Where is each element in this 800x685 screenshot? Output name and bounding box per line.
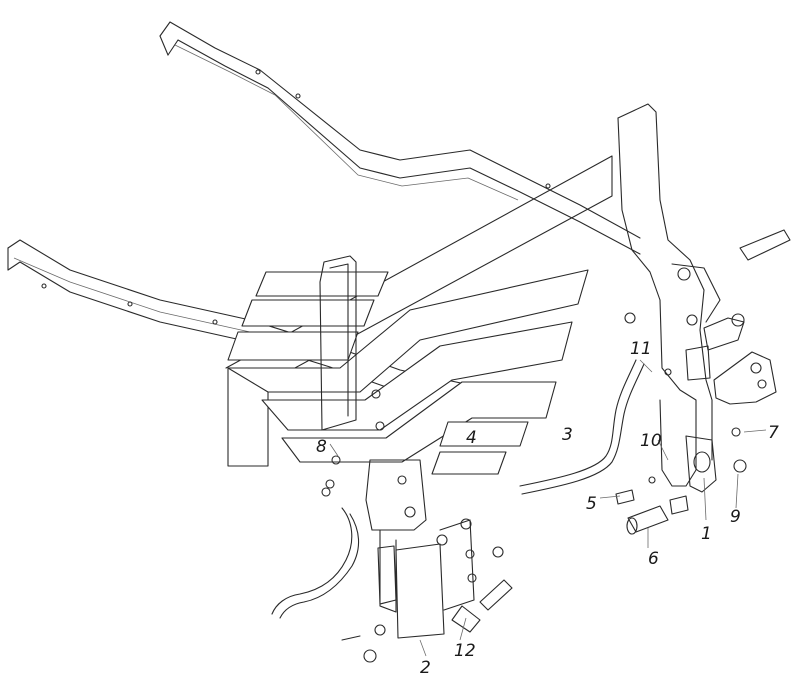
callout-1: 1 [701, 524, 712, 544]
frame-rail-upper [159, 21, 641, 255]
callout-6: 6 [648, 549, 659, 569]
callout-labels: 1 2 3 4 5 6 7 8 9 10 11 12 [316, 339, 779, 678]
callout-9: 9 [730, 507, 741, 527]
callout-8: 8 [316, 437, 327, 457]
hose-right [519, 359, 645, 495]
callout-3: 3 [562, 425, 573, 445]
callout-2: 2 [420, 658, 431, 678]
callout-5: 5 [586, 494, 597, 514]
mounting-bracket-left [319, 255, 407, 489]
callout-leaders [329, 359, 767, 657]
callout-10: 10 [640, 431, 662, 451]
callout-12: 12 [454, 641, 476, 661]
fasteners-right [321, 312, 689, 535]
step-plate-assembly [225, 155, 613, 475]
callout-11: 11 [630, 339, 652, 359]
hose-left [271, 507, 360, 619]
callout-7: 7 [768, 423, 779, 443]
callout-4: 4 [466, 428, 477, 448]
lower-left-bracket [341, 459, 513, 663]
